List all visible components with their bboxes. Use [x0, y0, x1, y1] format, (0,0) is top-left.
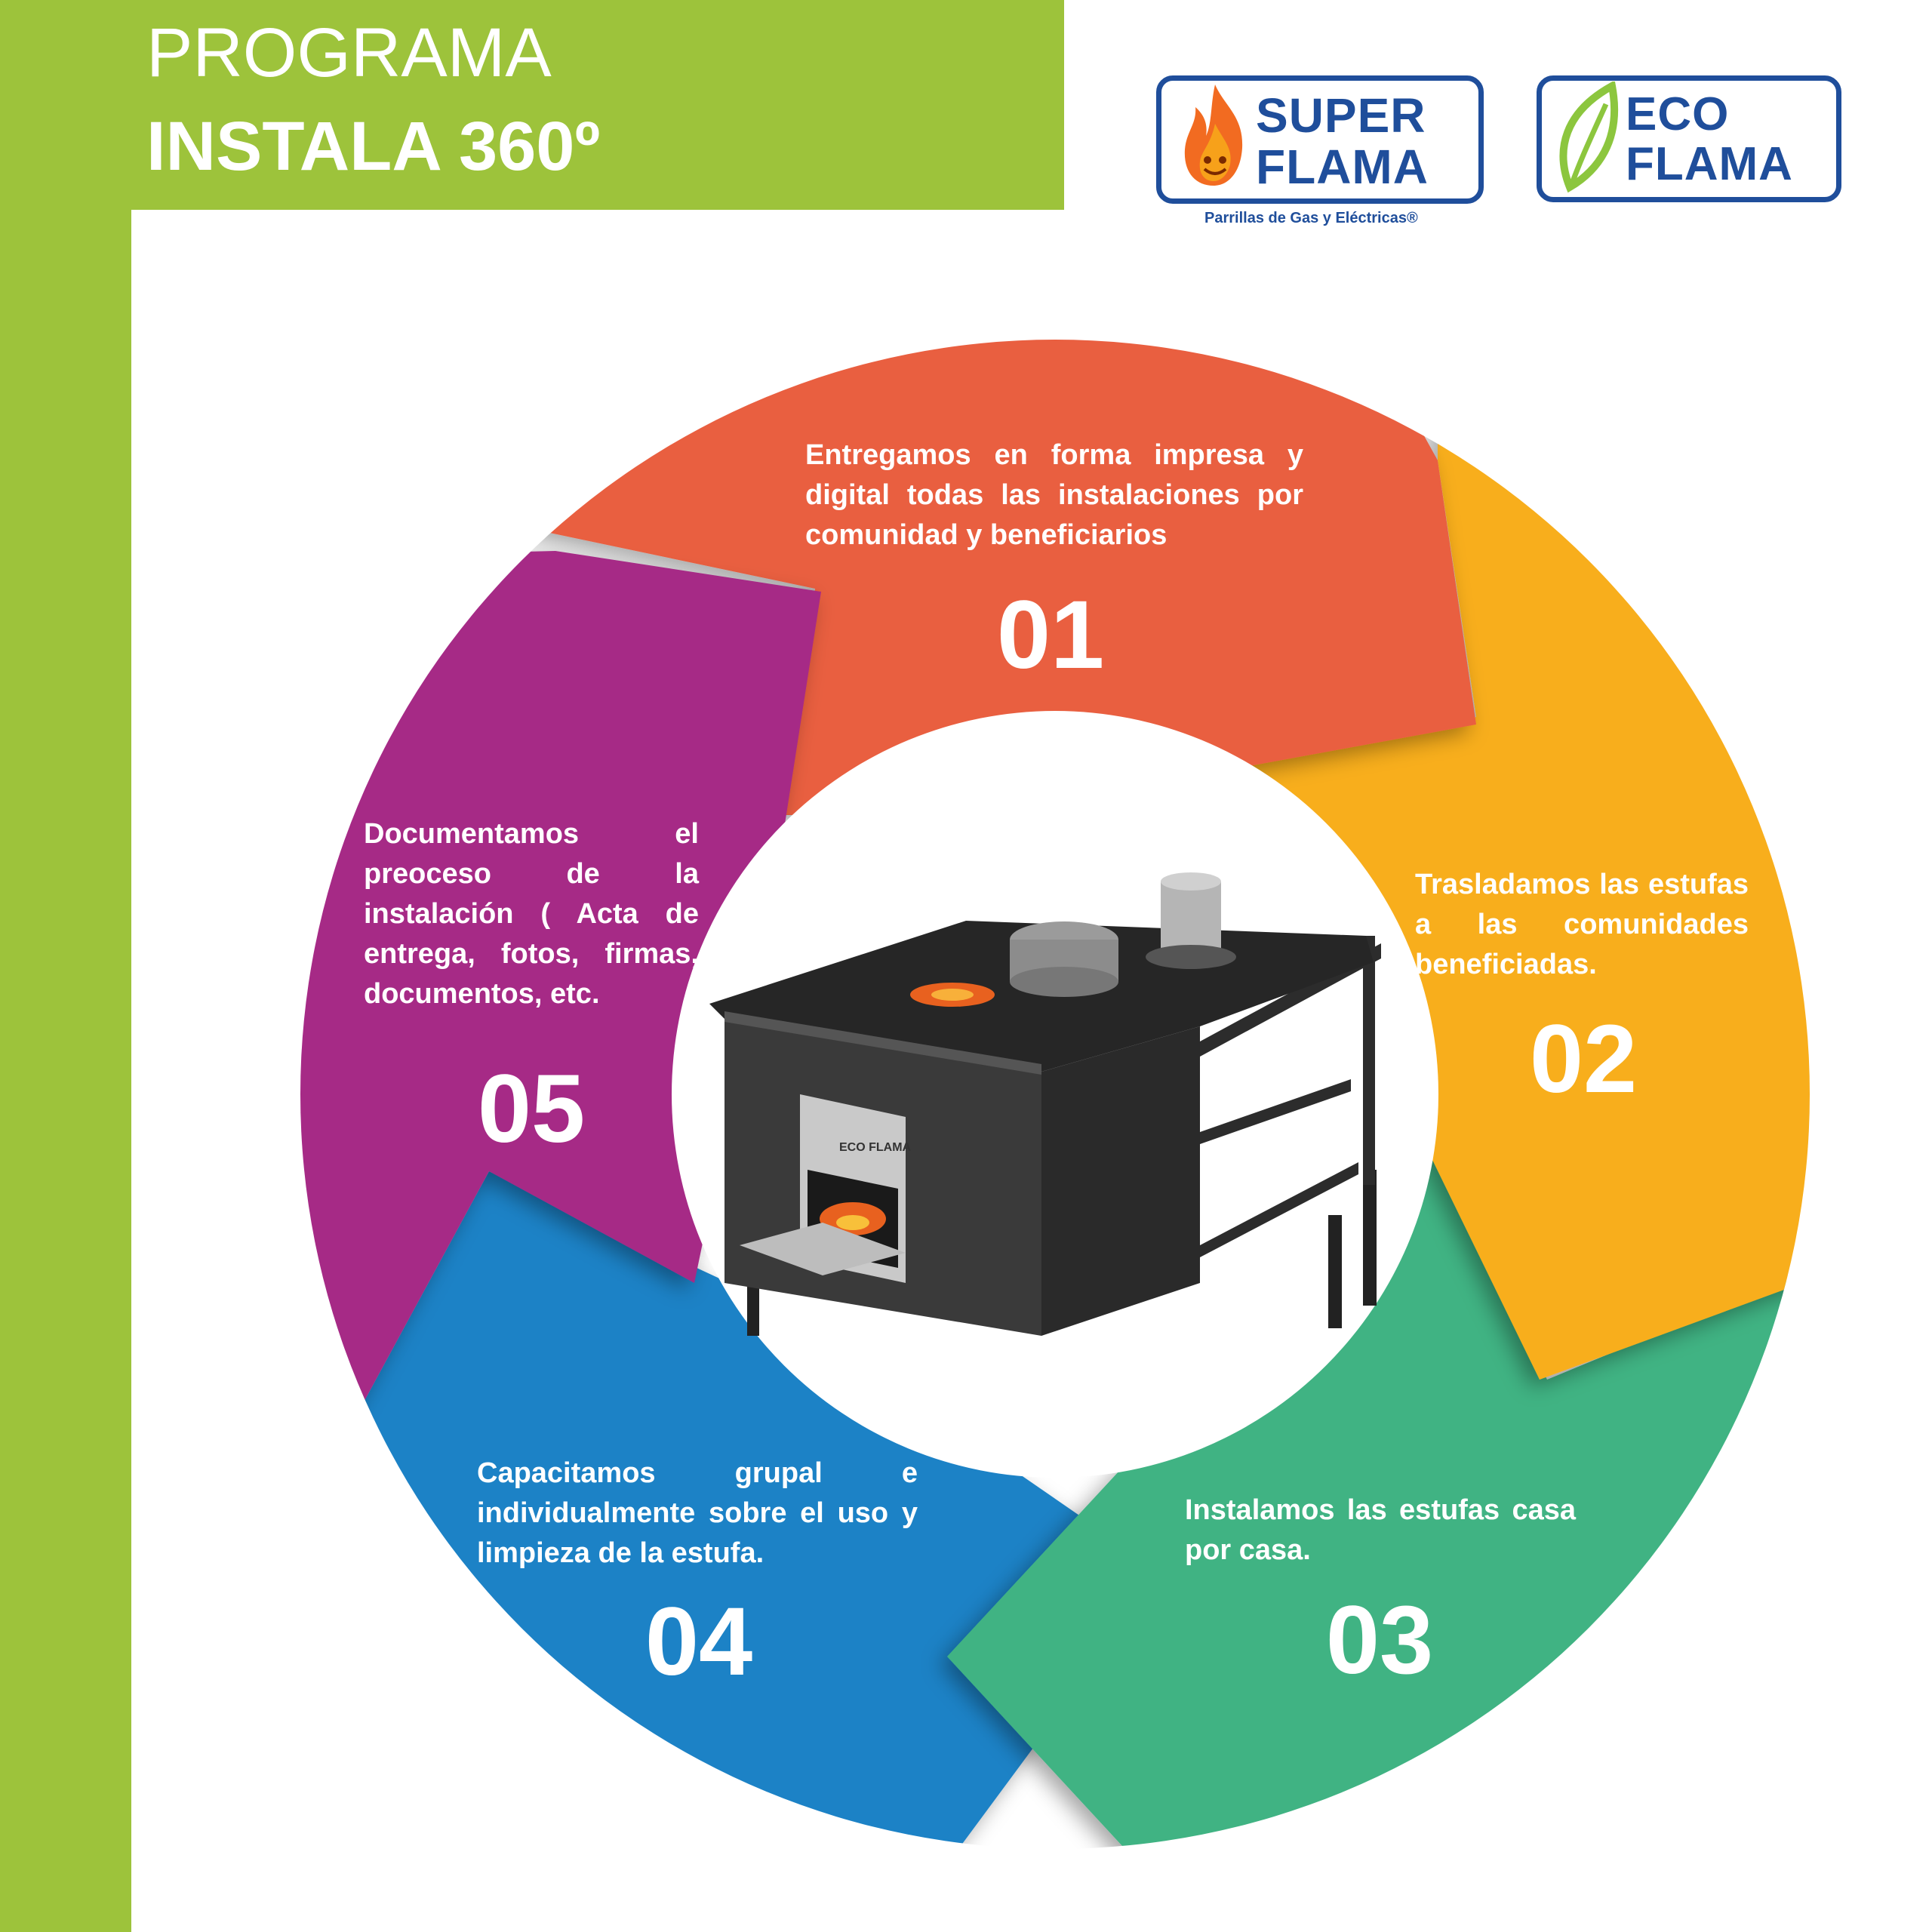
step-03-number: 03: [1325, 1586, 1434, 1694]
superflama-tagline: Parrillas de Gas y Eléctricas®: [1204, 210, 1418, 226]
page-title-line1: PROGRAMA: [146, 14, 552, 91]
page-title-line2: INSTALA 360º: [146, 108, 601, 185]
step-02-number: 02: [1529, 1005, 1638, 1113]
step-02-text: Trasladamos las estufas a las comunidade…: [1415, 869, 1749, 980]
flame-icon: [1184, 85, 1243, 186]
segment-01: [528, 340, 1476, 815]
step-04-text: Capacitamos grupal e individualmente sob…: [477, 1457, 918, 1569]
superflama-logo: SUPER FLAMA Parrillas de Gas y Eléctrica…: [1156, 75, 1488, 234]
superflama-word1: SUPER: [1256, 88, 1426, 143]
segment-05: [300, 551, 821, 1457]
stove-label: ECO FLAMA: [839, 1141, 912, 1154]
step-04-number: 04: [645, 1588, 753, 1696]
step-05-number: 05: [477, 1055, 586, 1163]
leaf-icon: [1559, 82, 1619, 193]
wood-stove-image: ECO FLAMA: [709, 872, 1381, 1336]
step-03-text: Instalamos las estufas casa por casa.: [1185, 1494, 1576, 1566]
ecoflama-word1: ECO: [1626, 88, 1730, 140]
header-banner: [131, 0, 1064, 210]
superflama-word2: FLAMA: [1256, 140, 1429, 194]
left-green-bar: [0, 0, 131, 1932]
ecoflama-logo: ECO FLAMA: [1537, 75, 1841, 205]
step-01-text: Entregamos en forma impresa y digital to…: [805, 439, 1303, 551]
step-05-text: Documentamos el preoceso de la instalaci…: [364, 818, 699, 1010]
ecoflama-word2: FLAMA: [1626, 138, 1793, 190]
step-01-number: 01: [996, 581, 1105, 689]
